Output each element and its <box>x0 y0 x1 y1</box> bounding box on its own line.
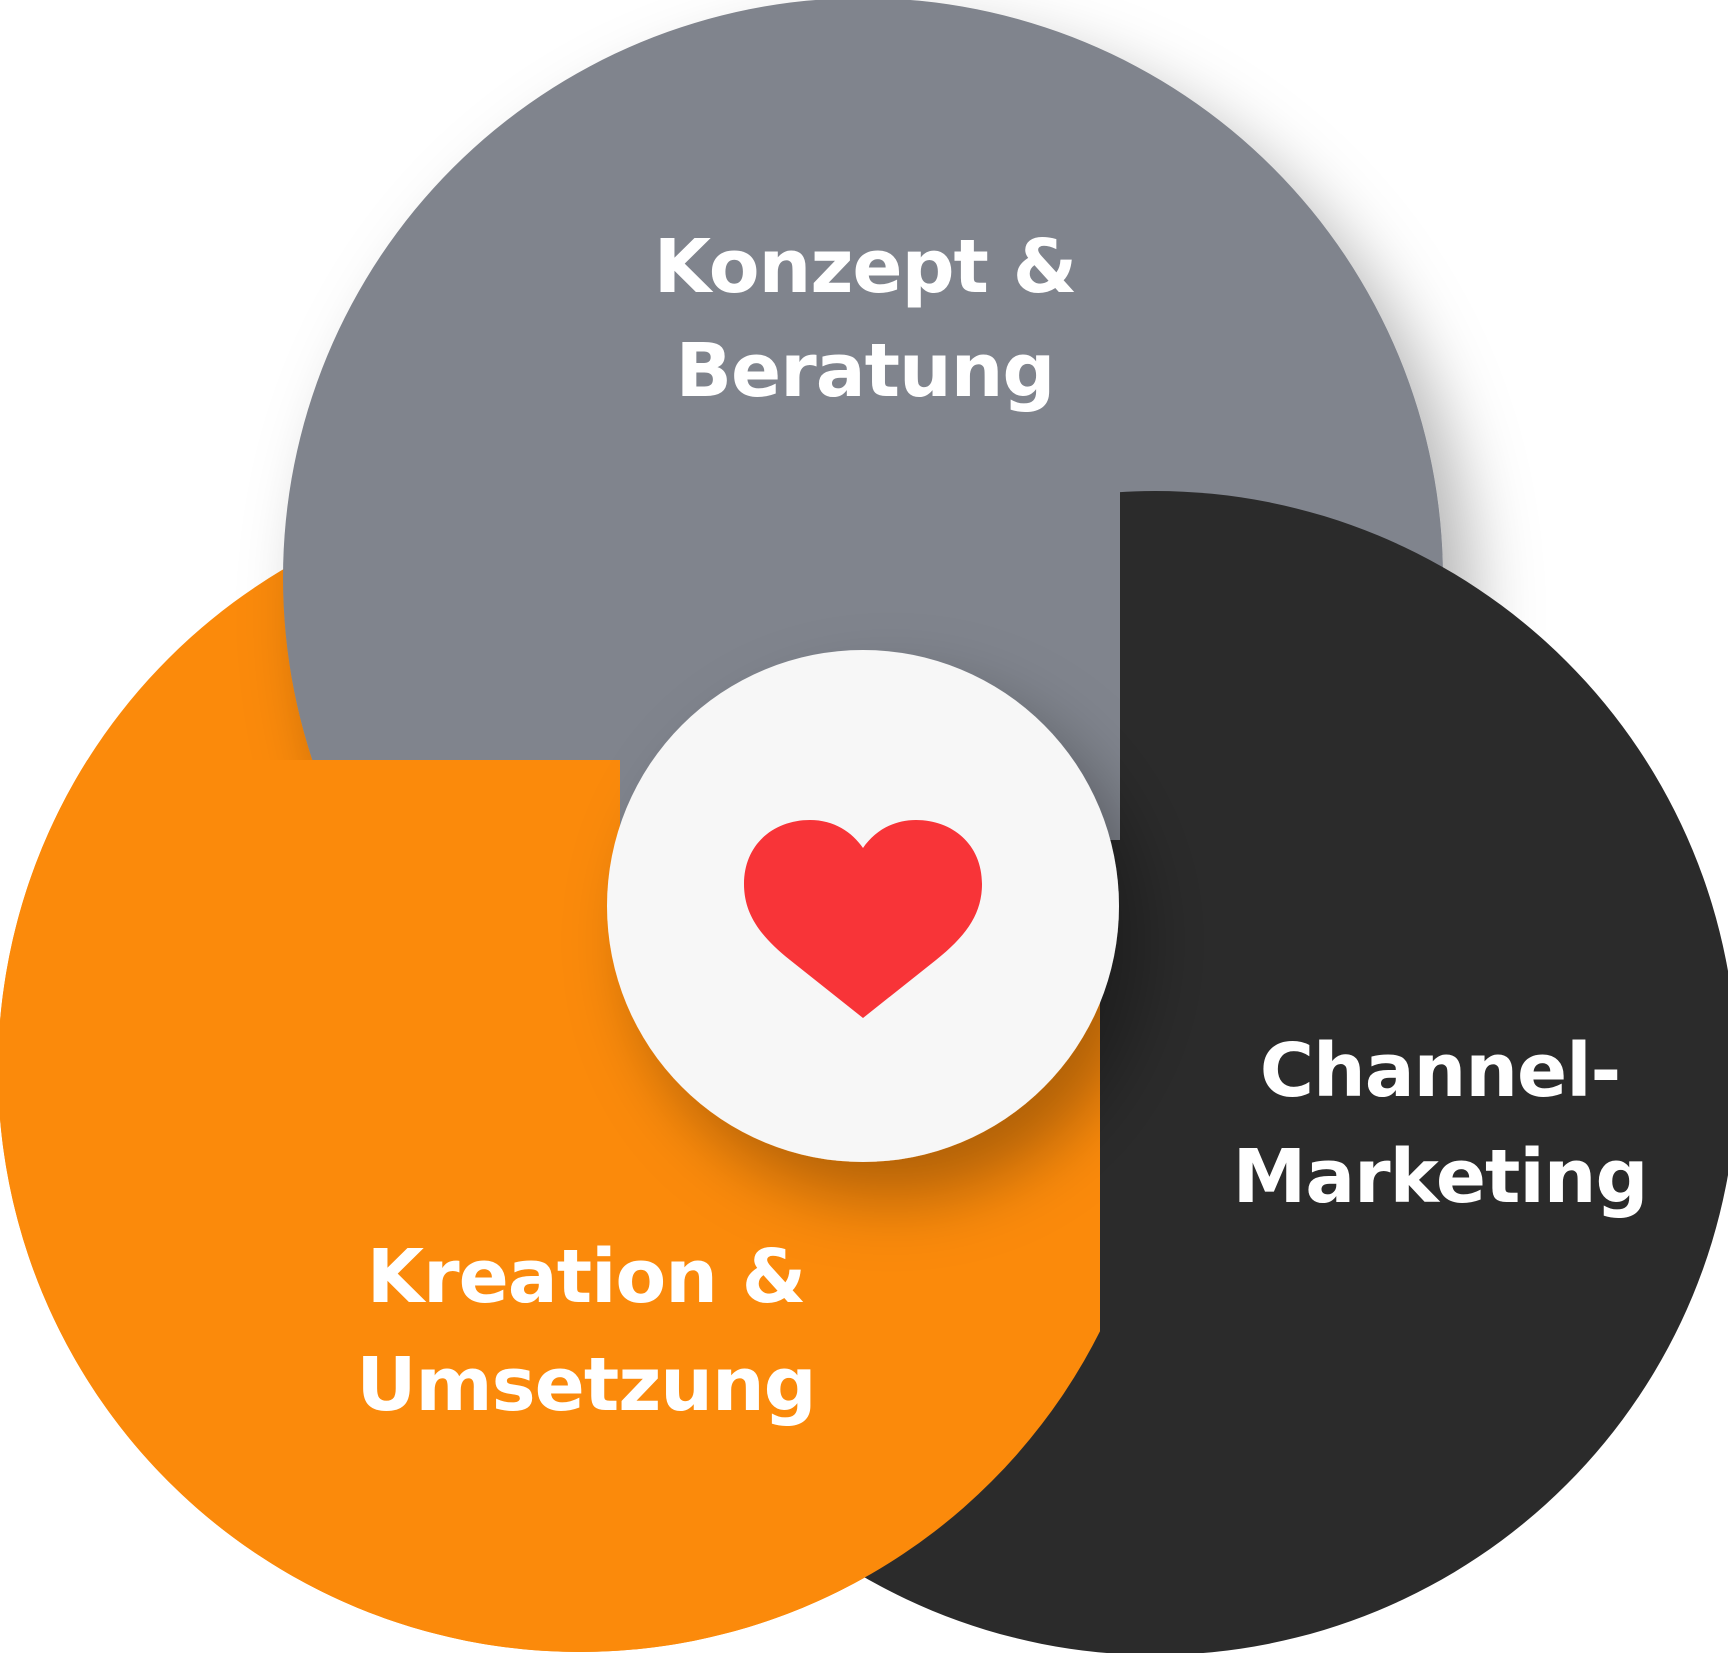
channel-label-line1: Channel- <box>1260 1028 1621 1114</box>
heart-icon <box>744 820 982 1018</box>
kreation-label-line2: Umsetzung <box>356 1342 815 1428</box>
konzept-label-line1: Konzept & <box>654 224 1076 310</box>
kreation-label-line1: Kreation & <box>367 1234 806 1320</box>
konzept-label-line2: Beratung <box>676 328 1055 414</box>
channel-label-line2: Marketing <box>1233 1134 1648 1220</box>
circle-konzept-overlap <box>620 450 1120 840</box>
